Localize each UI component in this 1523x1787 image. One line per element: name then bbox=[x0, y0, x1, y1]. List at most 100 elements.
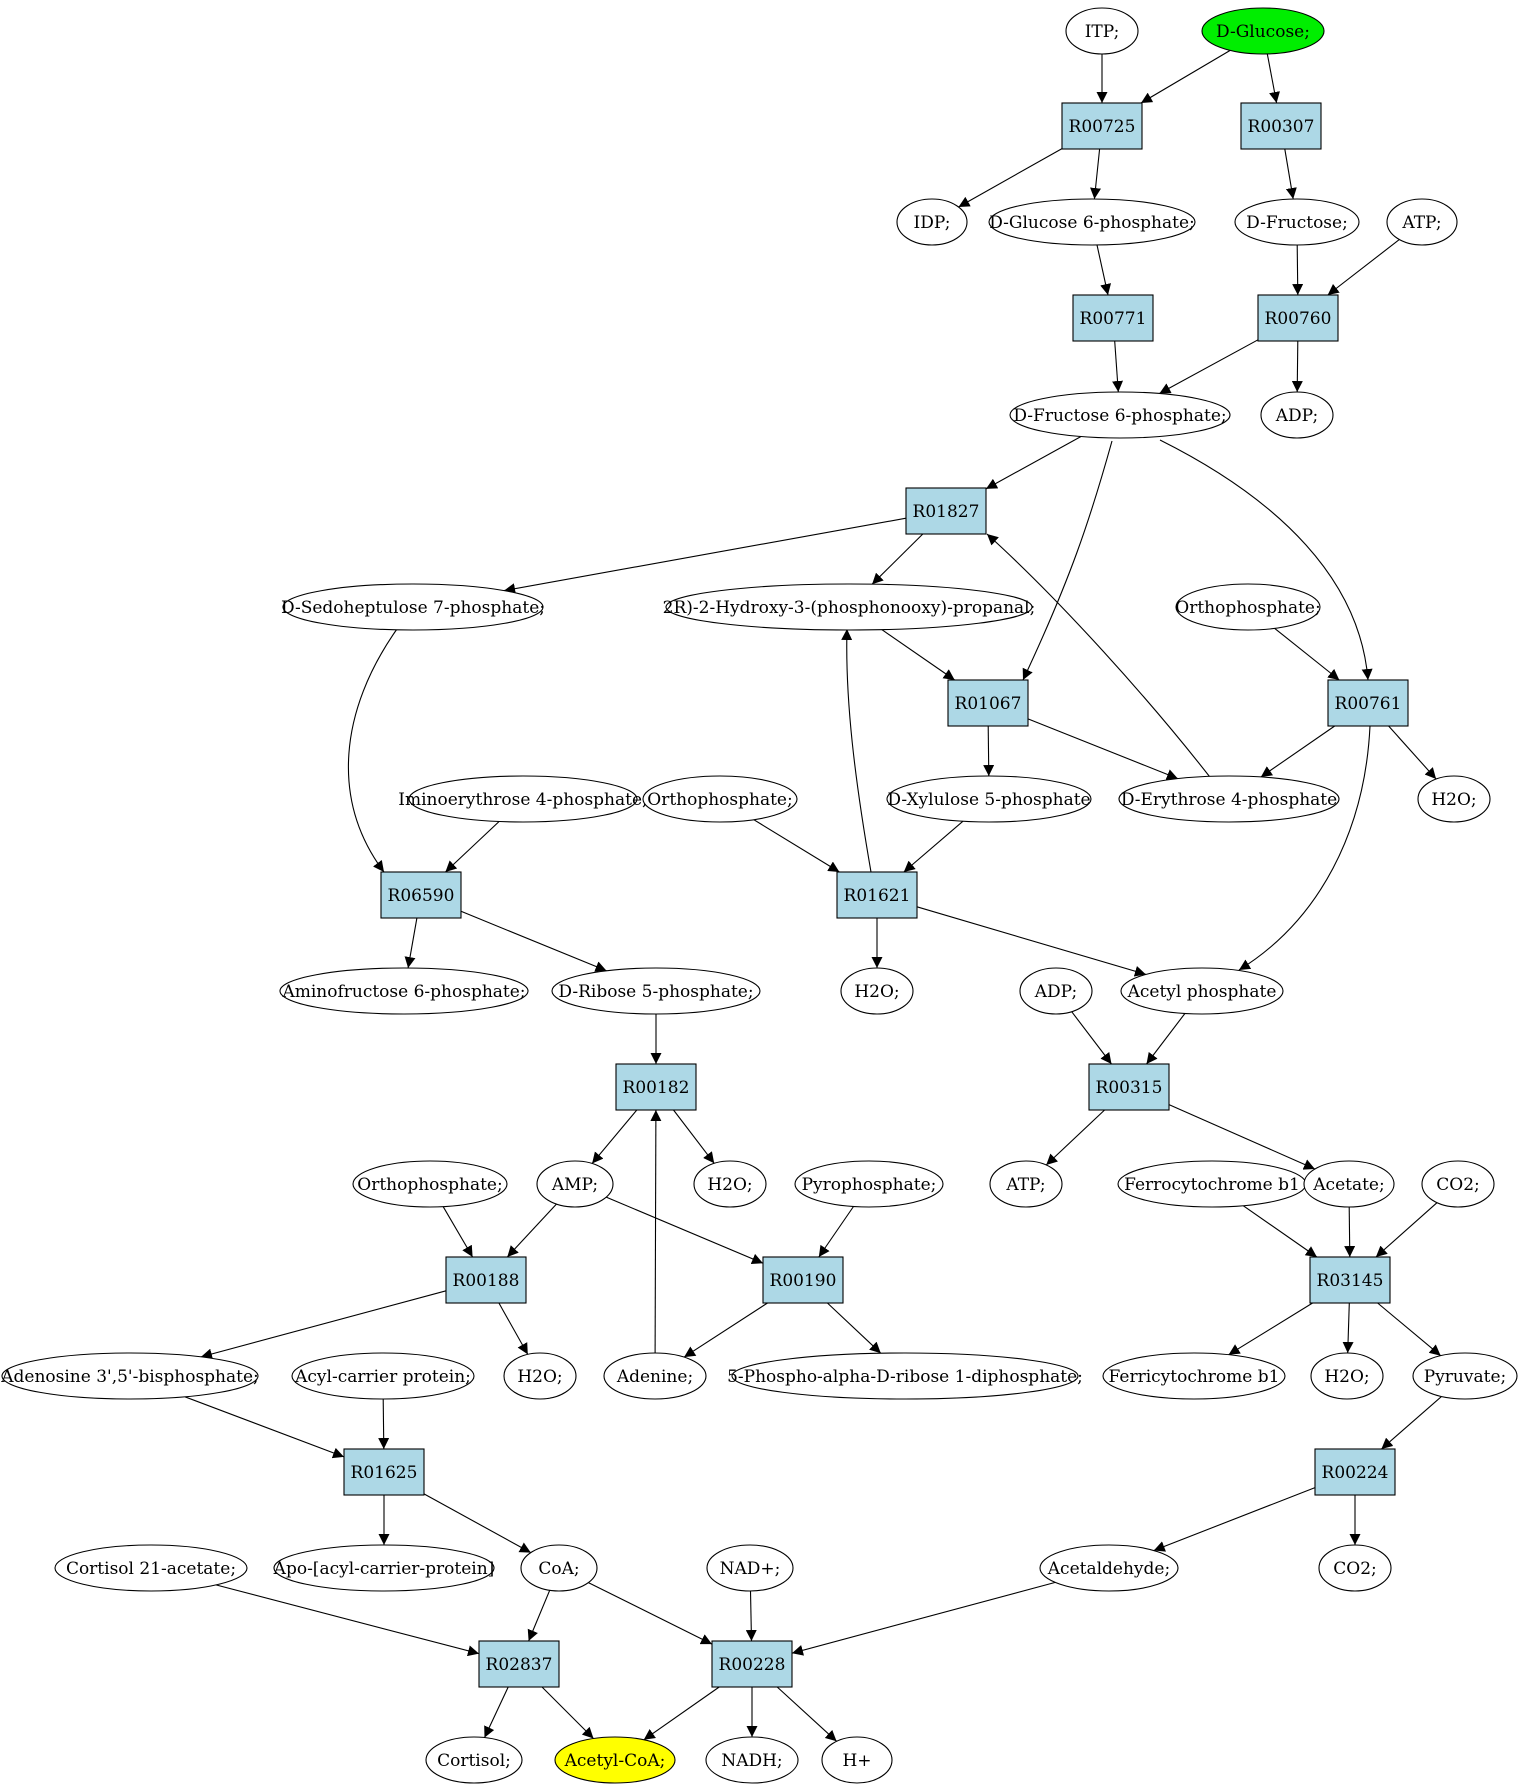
compound-ellipse bbox=[1019, 967, 1093, 1015]
edge-r00315-to-atp2 bbox=[1045, 1109, 1105, 1166]
node-label: Cortisol 21-acetate; bbox=[66, 1559, 236, 1579]
compound-node-co2b: CO2; bbox=[1318, 1544, 1392, 1592]
node-label: R00182 bbox=[623, 1078, 690, 1098]
node-label: ATP; bbox=[1401, 213, 1441, 233]
edge-adenine-to-r00182 bbox=[650, 1109, 662, 1354]
edge-f6p-to-r01827 bbox=[985, 436, 1082, 490]
edge-r00188-to-h2o4 bbox=[498, 1302, 529, 1355]
reaction-node-r01827: R01827 bbox=[905, 487, 987, 535]
compound-ellipse bbox=[352, 1160, 508, 1208]
node-label: CoA; bbox=[538, 1559, 579, 1579]
edge-coa-to-r02837 bbox=[527, 1590, 551, 1642]
edge-s7p-to-r06590 bbox=[347, 628, 398, 873]
node-label: Pyruvate; bbox=[1424, 1367, 1506, 1387]
node-label: R01625 bbox=[351, 1463, 418, 1483]
edge-r03145-to-h2o5 bbox=[1342, 1302, 1354, 1354]
node-label: Adenine; bbox=[616, 1367, 693, 1387]
edge-r01827-to-s7p bbox=[504, 517, 907, 595]
edge-acetald-to-r00228 bbox=[791, 1581, 1056, 1656]
compound-node-amino: Aminofructose 6-phosphate; bbox=[279, 967, 529, 1015]
compound-ellipse bbox=[1120, 967, 1284, 1015]
reaction-box bbox=[762, 1256, 844, 1304]
compound-ellipse bbox=[408, 775, 638, 823]
reaction-box bbox=[445, 1256, 527, 1304]
compound-node-h2o5: H2O; bbox=[1310, 1352, 1384, 1400]
node-label: Ferricytochrome b1 bbox=[1109, 1367, 1280, 1387]
edge-r03145-to-ferri bbox=[1228, 1302, 1313, 1356]
node-label: D-Fructose; bbox=[1246, 213, 1348, 233]
compound-ellipse bbox=[282, 583, 544, 631]
compound-ellipse bbox=[520, 1544, 598, 1592]
node-label: Adenosine 3',5'-bisphosphate; bbox=[0, 1367, 259, 1387]
edge-dglucose-to-r00725 bbox=[1140, 49, 1231, 104]
reaction-box bbox=[1309, 1256, 1391, 1304]
compound-ellipse bbox=[1039, 1544, 1179, 1592]
compound-node-nadh: NADH; bbox=[705, 1736, 799, 1784]
reaction-box bbox=[1314, 1448, 1396, 1496]
edge-r00771-to-f6p bbox=[1112, 340, 1124, 393]
compound-ellipse bbox=[1234, 198, 1360, 246]
node-label: 5-Phospho-alpha-D-ribose 1-diphosphate; bbox=[727, 1367, 1083, 1387]
edge-cortac-to-r02837 bbox=[215, 1584, 480, 1657]
reaction-node-r01625: R01625 bbox=[343, 1448, 425, 1496]
compound-ellipse bbox=[988, 198, 1196, 246]
compound-node-e4p: D-Erythrose 4-phosphate bbox=[1118, 775, 1340, 823]
node-label: H2O; bbox=[517, 1367, 562, 1387]
node-label: Pyrophosphate; bbox=[802, 1175, 937, 1195]
reaction-node-r00315: R00315 bbox=[1088, 1063, 1170, 1111]
compound-ellipse bbox=[536, 1160, 614, 1208]
edge-nad-to-r00228 bbox=[745, 1590, 757, 1642]
reaction-box bbox=[478, 1640, 560, 1688]
node-label: H2O; bbox=[1324, 1367, 1369, 1387]
edge-g3p-to-r01067 bbox=[881, 629, 956, 681]
edge-f6p-to-r00761 bbox=[1159, 439, 1373, 681]
compound-node-r5p: D-Ribose 5-phosphate; bbox=[551, 967, 761, 1015]
edges-layer bbox=[184, 49, 1442, 1742]
node-label: R00190 bbox=[770, 1271, 837, 1291]
node-label: Acetyl phosphate bbox=[1127, 982, 1277, 1002]
node-label: H2O; bbox=[1431, 790, 1476, 810]
compound-node-acetate: Acetate; bbox=[1303, 1160, 1395, 1208]
edge-pyruvate-to-r00224 bbox=[1381, 1396, 1442, 1450]
compound-node-h2o3: H2O; bbox=[693, 1160, 767, 1208]
edge-ortho1-to-r00761 bbox=[1274, 627, 1340, 681]
compound-node-amp: AMP; bbox=[536, 1160, 614, 1208]
node-label: Acyl-carrier protein; bbox=[294, 1367, 471, 1387]
compound-node-acp: Acyl-carrier protein; bbox=[291, 1352, 475, 1400]
compound-node-pap: Adenosine 3',5'-bisphosphate; bbox=[0, 1352, 259, 1400]
edge-r06590-to-r5p bbox=[460, 910, 607, 972]
node-label: ADP; bbox=[1275, 406, 1318, 426]
node-label: R00224 bbox=[1322, 1463, 1389, 1483]
edge-r01827-to-g3p bbox=[871, 533, 924, 585]
edge-r00761-to-e4p bbox=[1260, 725, 1336, 778]
node-label: R06590 bbox=[388, 886, 455, 906]
compound-node-h2o1: H2O; bbox=[1417, 775, 1491, 823]
edge-r00307-to-dfructose bbox=[1284, 148, 1297, 200]
compound-node-x5p: D-Xylulose 5-phosphate bbox=[886, 775, 1092, 823]
compound-ellipse bbox=[1417, 775, 1491, 823]
compound-ellipse bbox=[706, 1544, 794, 1592]
node-label: Orthophosphate; bbox=[647, 790, 792, 810]
compound-node-atp1: ATP; bbox=[1386, 198, 1458, 246]
edge-e4p-to-r01827 bbox=[986, 533, 1214, 782]
source-ellipse bbox=[1201, 7, 1325, 55]
node-label: D-Fructose 6-phosphate; bbox=[1013, 406, 1226, 426]
compound-node-pyruvate: Pyruvate; bbox=[1412, 1352, 1518, 1400]
node-label: D-Xylulose 5-phosphate bbox=[887, 790, 1090, 810]
edge-r02837-to-cortisol bbox=[484, 1686, 509, 1738]
node-label: R02837 bbox=[486, 1655, 553, 1675]
node-label: Ferrocytochrome b1 bbox=[1124, 1175, 1300, 1195]
edge-r06590-to-amino bbox=[404, 917, 418, 969]
compound-ellipse bbox=[1412, 1352, 1518, 1400]
compound-node-cortac: Cortisol 21-acetate; bbox=[54, 1544, 248, 1592]
compound-node-co2a: CO2; bbox=[1421, 1160, 1495, 1208]
edge-ortho3-to-r00188 bbox=[442, 1206, 474, 1258]
compound-ellipse bbox=[1303, 1160, 1395, 1208]
compound-node-adenine: Adenine; bbox=[603, 1352, 707, 1400]
edge-r00190-to-adenine bbox=[683, 1302, 768, 1358]
reaction-node-r00188: R00188 bbox=[445, 1256, 527, 1304]
compound-ellipse bbox=[1318, 1544, 1392, 1592]
compound-node-acetylp: Acetyl phosphate bbox=[1120, 967, 1284, 1015]
target-ellipse bbox=[554, 1736, 676, 1784]
